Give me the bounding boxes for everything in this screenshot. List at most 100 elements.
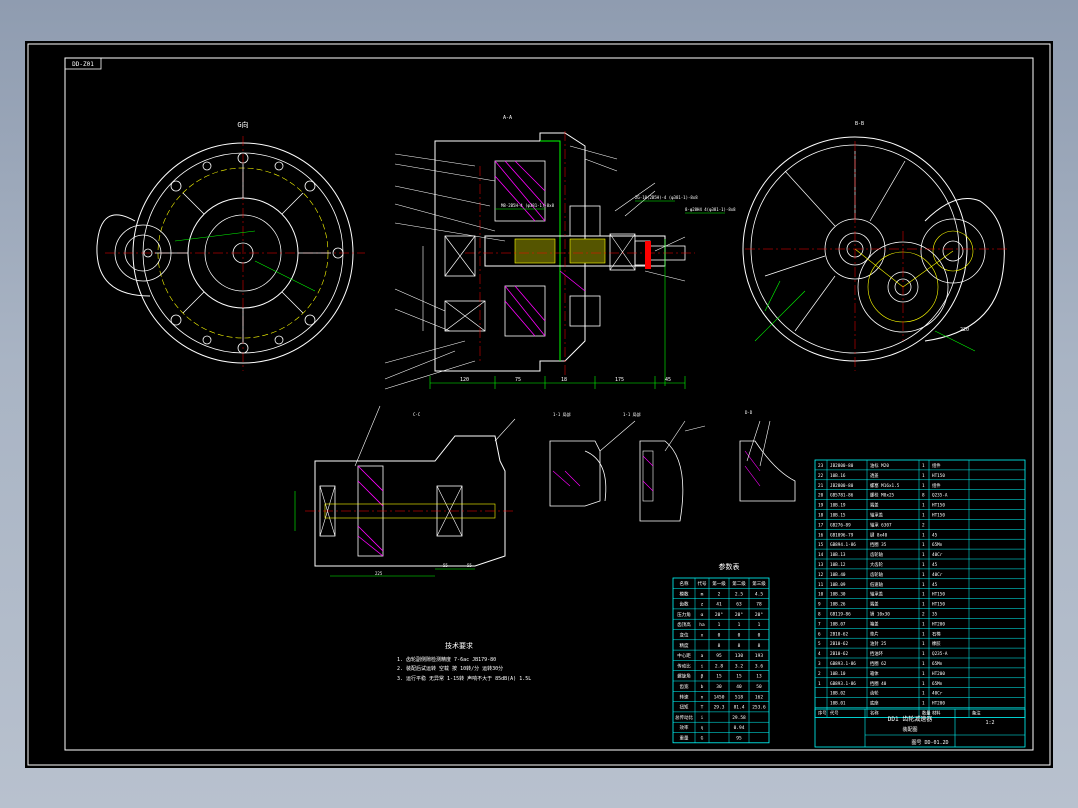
bom-cell: 1 xyxy=(818,681,821,687)
param-cell: 2 xyxy=(718,591,721,597)
bom-cell: 挡圈 40 xyxy=(870,680,887,687)
bom-cell: 1 xyxy=(922,473,925,479)
bom-cell: 6 xyxy=(818,631,821,637)
param-cell: 0 xyxy=(758,633,761,639)
bom-cell: 油封 25 xyxy=(870,640,887,647)
svg-text:DD-Z01: DD-Z01 xyxy=(72,61,94,68)
bom-cell: 3 xyxy=(818,661,821,667)
bom-cell: 1 xyxy=(922,582,925,588)
bom-cell: 65Mn xyxy=(932,542,943,548)
param-cell: 29.3 xyxy=(714,705,725,711)
svg-text:1-1 局部: 1-1 局部 xyxy=(623,411,641,417)
bom-cell: 轴承盖 xyxy=(870,512,884,519)
bom-header: 序号 xyxy=(818,710,827,717)
param-cell: 20° xyxy=(735,612,743,618)
bom-cell: 8 xyxy=(818,612,821,618)
bom-cell: 挡油环 xyxy=(870,650,884,657)
bom-cell: 35 xyxy=(932,612,938,618)
param-cell: 95 xyxy=(736,736,742,742)
param-cell: G xyxy=(701,736,704,742)
bom-cell: 2 xyxy=(922,522,925,528)
bom-cell: 1 xyxy=(922,592,925,598)
param-cell: 变位 xyxy=(680,632,689,639)
bom-cell: 15 xyxy=(818,542,824,548)
bom-cell: 2B10-62 xyxy=(830,641,849,647)
bom-cell: 螺栓 M8x25 xyxy=(870,492,895,499)
bom-cell: 大齿轮 xyxy=(870,561,884,568)
bom-cell: 5 xyxy=(818,641,821,647)
drawing-sheet: DD-Z01 G向 A-A xyxy=(25,41,1053,768)
param-cell: 13 xyxy=(756,674,762,680)
svg-text:ZG-10(2B5H)-4 (φ381-1)-8x8: ZG-10(2B5H)-4 (φ381-1)-8x8 xyxy=(635,195,698,200)
bom-cell: 低速轴 xyxy=(870,581,883,588)
svg-text:55: 55 xyxy=(443,563,448,568)
bom-cell: 10B.09 xyxy=(830,582,846,588)
param-cell: 齿数 xyxy=(680,601,689,608)
param-cell: b xyxy=(701,684,704,690)
svg-text:M8-2B5H-4 (φ381-1)-8x8: M8-2B5H-4 (φ381-1)-8x8 xyxy=(501,203,555,208)
bom-cell: 橡胶 xyxy=(932,640,941,647)
bom-cell: 9 xyxy=(818,602,821,608)
title-scale: 1:2 xyxy=(985,720,994,726)
bom-cell: 箱盖 xyxy=(870,620,879,627)
title-subtitle: 装配图 xyxy=(902,726,917,733)
param-header: 名称 xyxy=(680,580,689,587)
bom-cell: 10 xyxy=(818,592,824,598)
svg-text:1-1 局部: 1-1 局部 xyxy=(553,411,571,417)
param-cell: 41 xyxy=(716,602,722,608)
bom-cell: 12 xyxy=(818,572,824,578)
bom-cell: 22 xyxy=(818,473,824,479)
bom-cell: 螺塞 M16x1.5 xyxy=(870,482,900,489)
bom-cell: 10B.02 xyxy=(830,691,846,697)
param-cell: 193 xyxy=(755,653,763,659)
param-cell: 转速 xyxy=(680,693,689,700)
bom-cell: 组件 xyxy=(932,482,941,489)
param-cell: 1 xyxy=(718,622,721,628)
svg-text:A-A: A-A xyxy=(503,115,512,121)
param-cell: 2.5 xyxy=(735,591,743,597)
bom-cell: 底座 xyxy=(870,700,879,707)
bom-cell: 45 xyxy=(932,562,938,568)
bom-cell: 销 10x30 xyxy=(870,611,890,618)
bom-cell: 10B.15 xyxy=(830,513,846,519)
bom-cell: 1 xyxy=(922,463,925,469)
param-cell: 2.8 xyxy=(715,663,723,669)
bom-cell: 13 xyxy=(818,562,824,568)
bom-cell: HT200 xyxy=(932,671,945,677)
bom-cell: 1 xyxy=(922,503,925,509)
bom-cell: 11 xyxy=(818,582,824,588)
bom-cell: JB2800-80 xyxy=(830,463,854,469)
param-cell: 15 xyxy=(736,674,742,680)
bom-cell: GB119-86 xyxy=(830,612,851,618)
bom-cell: 端盖 xyxy=(870,601,879,608)
param-cell: i xyxy=(701,715,704,721)
note-line: 3. 运行平稳 无异常 1-15转 声响不大于 85dB(A) 1.5L xyxy=(397,675,531,682)
g-view-label: G向 xyxy=(237,120,248,129)
svg-text:120: 120 xyxy=(460,377,469,383)
param-cell: 中心距 xyxy=(677,652,691,659)
bom-cell: 10B.30 xyxy=(830,592,846,598)
bom-cell: 1 xyxy=(922,671,925,677)
param-cell: 20° xyxy=(715,612,723,618)
param-cell: 重量 xyxy=(680,735,689,742)
bom-cell: 轴承 6307 xyxy=(870,521,892,528)
bom-cell: 17 xyxy=(818,522,824,528)
bom-cell: 1 xyxy=(922,691,925,697)
technical-notes: 技术要求 1. 齿轮副侧隙检测精度 7-6ac JB179-80 2. 装配后试… xyxy=(397,641,531,682)
bom-cell: 45 xyxy=(932,582,938,588)
bom-header: 数量 xyxy=(922,710,931,717)
param-cell: 总传动比 xyxy=(675,714,693,721)
sheet-tag: DD-Z01 xyxy=(64,57,102,70)
bom-header: 材料 xyxy=(932,710,941,717)
bom-cell: 垫片 xyxy=(870,630,879,637)
param-header: 第二级 xyxy=(732,580,746,587)
bom-cell: 23 xyxy=(818,463,824,469)
bom-cell: 16 xyxy=(818,532,824,538)
bom-cell: 箱体 xyxy=(870,670,879,677)
bom-cell: 1 xyxy=(922,483,925,489)
detail-views: 1-1 局部 1-1 局部 D-D xyxy=(549,410,796,522)
param-header: 第三级 xyxy=(752,580,766,587)
bom-header: 名称 xyxy=(870,710,879,717)
bom-cell: 10B.16 xyxy=(830,473,846,479)
bom-cell: Q235-A xyxy=(932,493,948,499)
